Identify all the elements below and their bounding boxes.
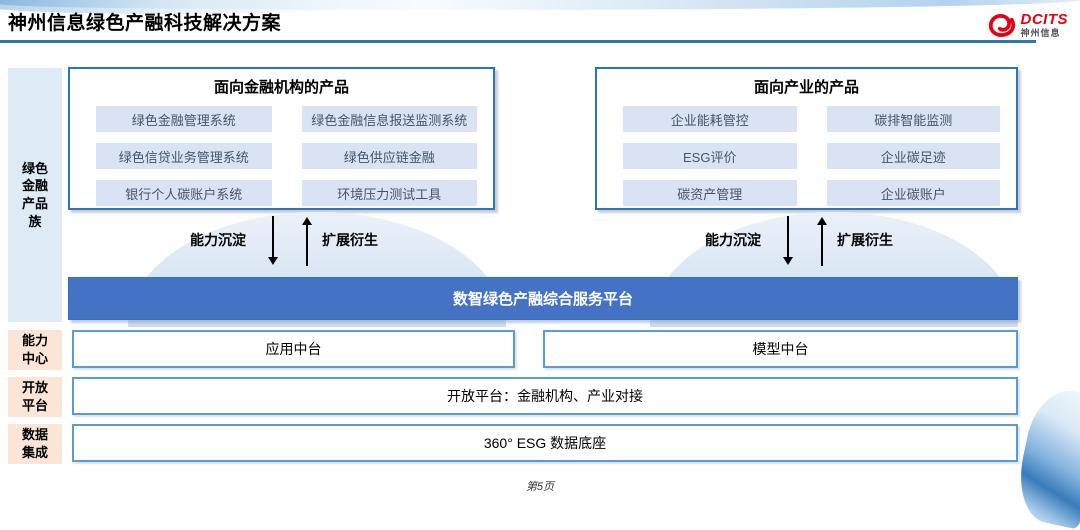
dcits-logo: DCITS 神州信息 xyxy=(987,10,1069,40)
open-platform-box: 开放平台：金融机构、产业对接 xyxy=(72,377,1018,415)
down-arrow-icon xyxy=(267,216,278,265)
finance-products-grid: 绿色金融管理系统 绿色金融信息报送监测系统 绿色信贷业务管理系统 绿色供应链金融… xyxy=(70,97,493,218)
sidebar-band-product-family: 绿色金融产品族 xyxy=(8,68,62,322)
product-item: 绿色金融信息报送监测系统 xyxy=(301,106,477,132)
up-arrow-icon xyxy=(301,217,312,266)
industry-products-grid: 企业能耗管控 碳排智能监测 ESG评价 企业碳足迹 碳资产管理 企业碳账户 xyxy=(597,97,1016,218)
page-title: 神州信息绿色产融科技解决方案 xyxy=(8,13,282,34)
bottom-right-swoosh-decoration xyxy=(1010,383,1080,530)
logo-brand-text: DCITS xyxy=(1020,11,1068,28)
platform-banner: 数智绿色产融综合服务平台 xyxy=(68,277,1018,320)
product-item: 环境压力测试工具 xyxy=(301,180,477,206)
title-underline xyxy=(0,40,1036,43)
finance-products-box: 面向金融机构的产品 绿色金融管理系统 绿色金融信息报送监测系统 绿色信贷业务管理… xyxy=(68,67,495,210)
expand-derive-label: 扩展衍生 xyxy=(322,232,378,248)
finance-products-title: 面向金融机构的产品 xyxy=(213,79,349,96)
arrow-group-left: 能力沉淀 扩展衍生 xyxy=(190,212,378,268)
app-middle-platform-box: 应用中台 xyxy=(72,330,515,368)
capability-sink-label: 能力沉淀 xyxy=(705,232,761,248)
product-item: 企业碳足迹 xyxy=(826,143,1000,169)
product-item: 碳排智能监测 xyxy=(826,106,1000,132)
top-wave-decoration xyxy=(0,0,1080,10)
product-item: 碳资产管理 xyxy=(623,180,797,206)
product-item: 绿色金融管理系统 xyxy=(96,106,272,132)
product-item: 绿色信贷业务管理系统 xyxy=(96,143,272,169)
product-item: 绿色供应链金融 xyxy=(301,143,477,169)
data-integration-label: 数据集成 xyxy=(21,427,48,460)
esg-data-base-box: 360° ESG 数据底座 xyxy=(72,424,1018,462)
sidebar-band-data-integration: 数据集成 xyxy=(8,424,62,464)
dcits-swirl-icon xyxy=(987,10,1017,40)
product-item: 银行个人碳账户系统 xyxy=(96,180,272,206)
sidebar-band-open-platform: 开放平台 xyxy=(8,377,62,417)
industry-products-title: 面向产业的产品 xyxy=(753,79,859,96)
industry-products-box: 面向产业的产品 企业能耗管控 碳排智能监测 ESG评价 企业碳足迹 碳资产管理 … xyxy=(595,67,1018,210)
product-family-label: 绿色金融产品族 xyxy=(21,160,48,229)
product-item: 企业能耗管控 xyxy=(623,106,797,132)
down-arrow-icon xyxy=(782,216,793,265)
logo-brand-subtext: 神州信息 xyxy=(1020,28,1061,38)
arrow-group-right: 能力沉淀 扩展衍生 xyxy=(705,212,893,268)
expand-derive-label: 扩展衍生 xyxy=(837,232,893,248)
up-arrow-icon xyxy=(816,217,827,266)
model-middle-platform-box: 模型中台 xyxy=(543,330,1018,368)
product-item: 企业碳账户 xyxy=(826,180,1000,206)
sidebar-band-capability-center: 能力中心 xyxy=(8,330,62,370)
capability-center-label: 能力中心 xyxy=(21,333,48,366)
page-number: 第5页 xyxy=(525,481,555,493)
open-platform-label: 开放平台 xyxy=(21,380,48,413)
product-item: ESG评价 xyxy=(623,143,797,169)
capability-sink-label: 能力沉淀 xyxy=(190,232,246,248)
